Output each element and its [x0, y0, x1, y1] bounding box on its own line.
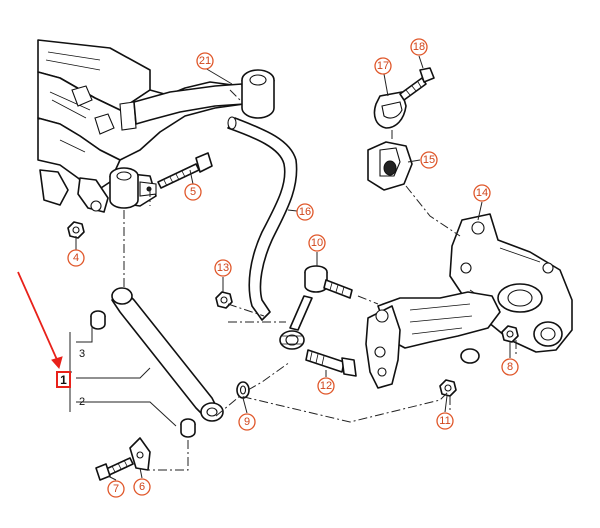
callout-10: 10 — [308, 234, 326, 252]
callout-7: 7 — [107, 480, 125, 498]
svg-text:10: 10 — [311, 237, 323, 249]
bolt-18-part — [399, 67, 435, 101]
nut-8-part — [501, 325, 519, 343]
trailing-link-21-part — [133, 69, 275, 125]
subframe-bushing-mount — [109, 167, 157, 209]
svg-text:4: 4 — [73, 252, 79, 264]
callout-17: 17 — [374, 57, 392, 75]
bracket-label-2: 2 — [79, 396, 85, 408]
svg-text:11: 11 — [439, 415, 450, 427]
callout-13: 13 — [214, 259, 232, 277]
svg-text:1: 1 — [60, 373, 67, 387]
stabilizer-bar-16-part — [227, 116, 298, 321]
svg-text:21: 21 — [199, 55, 211, 67]
callout-18: 18 — [410, 38, 428, 56]
svg-text:3: 3 — [79, 348, 85, 360]
washer-9-part — [236, 381, 250, 399]
svg-text:13: 13 — [217, 262, 229, 274]
coupling-link-10-part — [279, 265, 353, 350]
bolt-12-part — [305, 349, 357, 377]
svg-text:8: 8 — [507, 361, 513, 373]
bolt-7-part — [95, 457, 134, 481]
svg-text:16: 16 — [299, 206, 311, 218]
bushing-15-part — [367, 141, 413, 191]
callout-15: 15 — [420, 151, 438, 169]
callout-14: 14 — [473, 184, 491, 202]
bushing-3-part — [90, 310, 106, 330]
nut-4-part — [67, 221, 85, 239]
svg-text:15: 15 — [423, 154, 435, 166]
bolt-5-part — [157, 152, 213, 189]
svg-text:12: 12 — [320, 380, 332, 392]
svg-text:17: 17 — [377, 60, 389, 72]
eccentric-washer-6-part — [129, 437, 151, 471]
svg-text:5: 5 — [190, 186, 196, 198]
callout-8: 8 — [501, 358, 519, 376]
nut-11-part — [439, 379, 457, 397]
svg-text:2: 2 — [79, 396, 85, 408]
callout-21: 21 — [196, 52, 214, 70]
spring-link-part — [365, 291, 501, 389]
bracket-label-3: 3 — [79, 348, 85, 360]
callout-16: 16 — [296, 203, 314, 221]
svg-text:7: 7 — [113, 483, 119, 495]
callout-5: 5 — [184, 183, 202, 201]
callout-6: 6 — [133, 478, 151, 496]
svg-text:6: 6 — [139, 481, 145, 493]
bracket-label-1: 1 — [56, 371, 71, 388]
bushing-2-part — [180, 418, 196, 438]
callout-9: 9 — [238, 413, 256, 431]
wheel-carrier-14-part — [449, 213, 573, 353]
svg-text:9: 9 — [244, 416, 250, 428]
control-arm-1-part — [111, 287, 224, 422]
clamp-17-part — [373, 91, 407, 129]
highlight-arrow — [17, 271, 63, 370]
svg-text:18: 18 — [413, 41, 425, 53]
svg-text:14: 14 — [476, 187, 488, 199]
nut-13-part — [215, 291, 233, 309]
callout-12: 12 — [317, 377, 335, 395]
callout-4: 4 — [67, 249, 85, 267]
callout-11: 11 — [436, 412, 454, 430]
